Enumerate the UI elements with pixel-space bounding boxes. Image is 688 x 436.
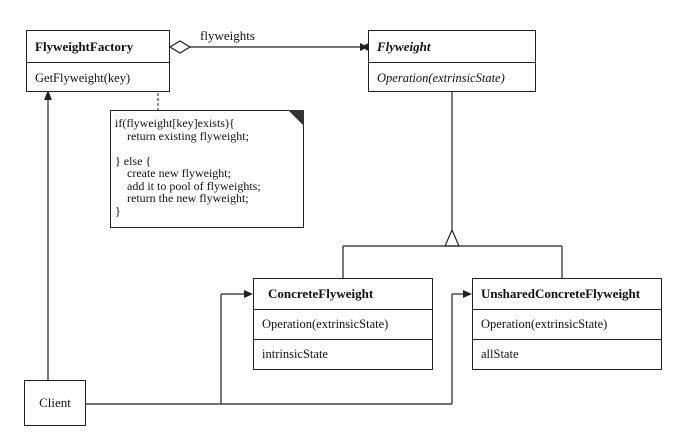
note-line: add it to pool of flyweights;: [127, 178, 261, 193]
flyweight-factory-operation: GetFlyweight(key): [27, 62, 169, 93]
note-line: return existing flyweight;: [127, 128, 249, 143]
client-class: Client: [24, 380, 86, 426]
concrete-flyweight-operation: Operation(extrinsicState): [254, 309, 432, 339]
concrete-flyweight-name: ConcreteFlyweight: [268, 286, 374, 301]
flyweight-factory-class: FlyweightFactory GetFlyweight(key): [26, 30, 170, 92]
concrete-flyweight-attribute: intrinsicState: [254, 339, 432, 369]
flyweight-name: Flyweight: [377, 38, 431, 54]
unshared-concrete-flyweight-class: UnsharedConcreteFlyweight Operation(extr…: [472, 278, 662, 370]
unshared-concrete-flyweight-operation: Operation(extrinsicState): [473, 309, 661, 339]
implementation-note: if(flyweight[key]exists){ return existin…: [110, 110, 304, 228]
note-line: if(flyweight[key]exists){: [115, 116, 235, 130]
association-label: flyweights: [200, 28, 255, 43]
client-to-concrete-connector: [86, 290, 472, 405]
client-name: Client: [39, 395, 71, 410]
note-line: return the new flyweight;: [127, 191, 249, 205]
note-dogear: [288, 110, 304, 126]
note-line: create new flyweight;: [127, 166, 231, 180]
flyweight-factory-name: FlyweightFactory: [35, 38, 134, 54]
unshared-concrete-flyweight-name: UnsharedConcreteFlyweight: [481, 286, 641, 301]
client-to-factory-connector: [44, 90, 52, 380]
unshared-concrete-flyweight-attribute: allState: [473, 339, 661, 369]
note-line: }: [115, 203, 121, 218]
note-line: } else {: [115, 153, 152, 168]
note-line: [115, 142, 299, 155]
inheritance-connector: [342, 92, 563, 278]
flyweight-operation: Operation(extrinsicState): [369, 62, 535, 93]
concrete-flyweight-class: ConcreteFlyweight Operation(extrinsicSta…: [253, 278, 433, 370]
flyweight-class: Flyweight Operation(extrinsicState): [368, 30, 536, 92]
